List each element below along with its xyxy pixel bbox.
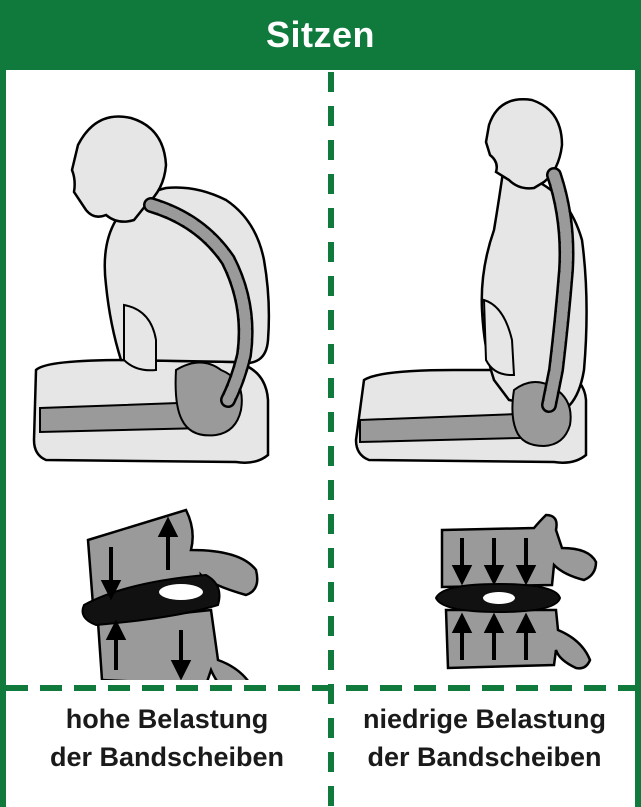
low-load-caption: niedrige Belastung der Bandscheiben — [334, 700, 635, 776]
lower-vertebra — [446, 610, 590, 668]
thigh-bone — [360, 414, 525, 442]
slouched-posture-panel — [6, 70, 328, 680]
caption-line-2: der Bandscheiben — [334, 738, 635, 776]
relaxed-vertebra-detail — [436, 515, 596, 668]
upright-posture-panel — [334, 70, 635, 680]
caption-line-2: der Bandscheiben — [6, 738, 328, 776]
caption-line-1: niedrige Belastung — [334, 700, 635, 738]
upright-figure-illustration — [334, 70, 635, 680]
stressed-vertebra-detail — [83, 510, 258, 680]
caption-line-1: hohe Belastung — [6, 700, 328, 738]
slouched-figure-illustration — [6, 70, 328, 680]
disc-nucleus — [159, 584, 203, 600]
disc-nucleus — [483, 592, 515, 604]
high-load-caption: hohe Belastung der Bandscheiben — [6, 700, 328, 776]
